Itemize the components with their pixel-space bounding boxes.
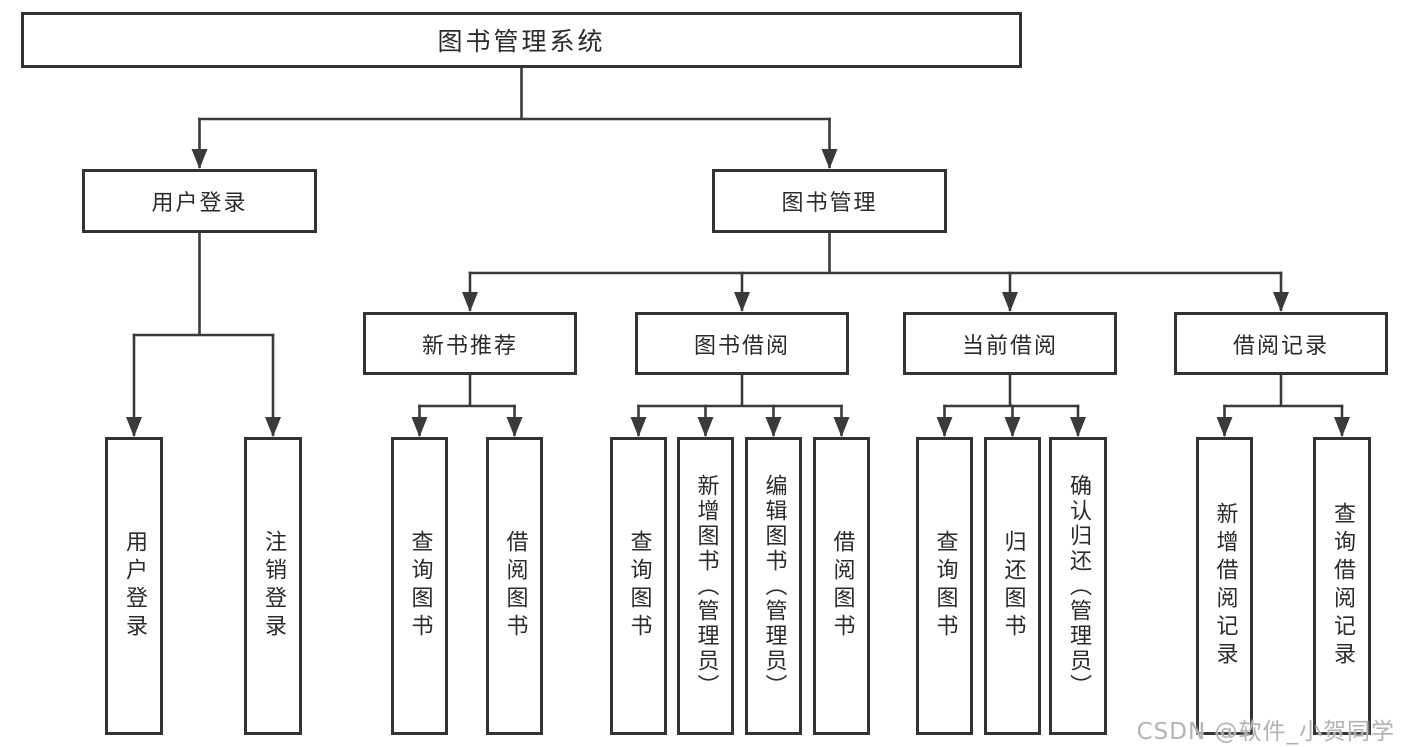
node-root: 图书管理系统: [21, 12, 1022, 68]
node-login: 用户登录: [105, 437, 163, 735]
node-borrow-records: 借阅记录: [1174, 312, 1388, 375]
node-new-book-rec: 新书推荐: [363, 312, 577, 375]
node-bb-query-books: 查询图书: [610, 437, 667, 735]
node-br-add-record: 新增借阅记录: [1196, 437, 1253, 735]
node-user-login: 用户登录: [82, 169, 317, 233]
node-bb-borrow-books: 借阅图书: [813, 437, 870, 735]
node-current-borrow: 当前借阅: [903, 312, 1117, 375]
node-cb-query-books: 查询图书: [916, 437, 973, 735]
node-bb-add-books: 新增图书（管理员）: [677, 437, 734, 735]
watermark: CSDN @软件_小贺同学: [1136, 719, 1395, 745]
node-book-borrow: 图书借阅: [635, 312, 849, 375]
node-bb-edit-books: 编辑图书（管理员）: [745, 437, 802, 735]
node-cb-confirm-return: 确认归还（管理员）: [1049, 437, 1107, 735]
node-cb-return-books: 归还图书: [984, 437, 1041, 735]
node-book-mgmt: 图书管理: [712, 169, 947, 233]
node-rec-query-books: 查询图书: [391, 437, 448, 735]
node-rec-borrow-books: 借阅图书: [486, 437, 543, 735]
node-br-query-record: 查询借阅记录: [1313, 437, 1371, 735]
node-logout: 注销登录: [244, 437, 302, 735]
